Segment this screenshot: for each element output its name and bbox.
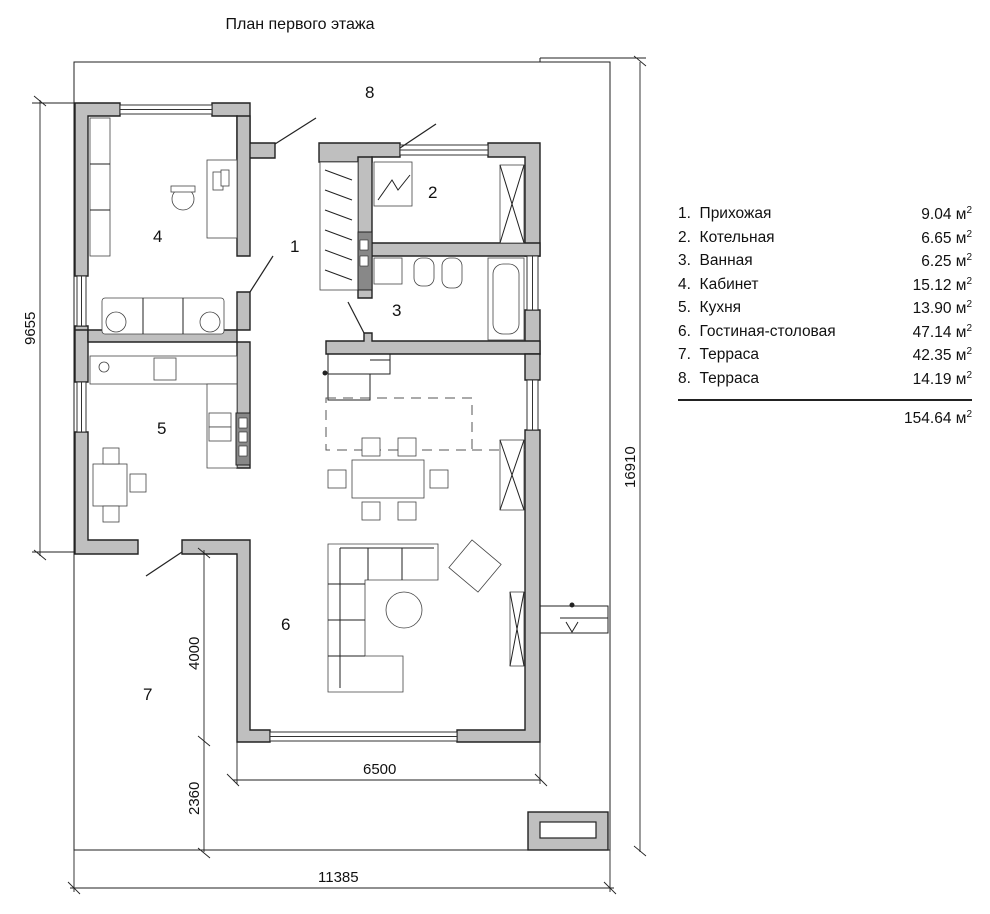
kitchen-table — [92, 463, 128, 507]
kitchen-sink — [153, 357, 177, 381]
legend-row: 8. Терраса 14.19 м2 — [678, 370, 972, 394]
legend-room-area: 14.19 м2 — [912, 369, 972, 388]
legend-room-area: 6.25 м2 — [921, 252, 972, 271]
dim-11385: 11385 — [318, 869, 359, 886]
side-steps-arrow — [565, 621, 579, 633]
sofa-l — [327, 543, 439, 693]
room-label-2: 2 — [428, 183, 437, 202]
dim-16910: 16910 — [622, 446, 639, 488]
legend-room-name: 1. Прихожая — [678, 205, 772, 222]
office-shelf — [89, 117, 111, 257]
bidet — [413, 257, 435, 287]
toilet — [441, 257, 463, 289]
dim-9655: 9655 — [22, 312, 39, 345]
door-main — [274, 117, 317, 145]
room-label-5: 5 — [157, 419, 166, 438]
room-label-8: 8 — [365, 83, 374, 102]
legend-row: 4. Кабинет 15.12 м2 — [678, 276, 972, 300]
legend-room-area: 6.65 м2 — [921, 228, 972, 247]
room-label-1: 1 — [290, 237, 299, 256]
legend-total: 154.64 м2 — [678, 409, 972, 428]
legend-room-name: 6. Гостиная-столовая — [678, 322, 836, 340]
legend-rows: 1. Прихожая 9.04 м2 2. Котельная 6.65 м2 3. … — [678, 205, 972, 393]
plan-title: План первого этажа — [225, 16, 375, 33]
wardrobe — [319, 161, 359, 291]
room-label-3: 3 — [392, 301, 401, 320]
wall-living-east — [456, 429, 541, 743]
dim-6500: 6500 — [363, 761, 396, 778]
wall-boiler-south — [371, 242, 541, 257]
terrace-outline — [73, 61, 611, 851]
legend-room-area: 42.35 м2 — [912, 346, 972, 365]
walls — [74, 102, 609, 851]
dimension-lines — [32, 55, 647, 895]
legend-room-name: 2. Котельная — [678, 228, 775, 246]
office-sofa — [101, 297, 225, 335]
stair-upper — [325, 397, 473, 451]
legend-room-area: 47.14 м2 — [912, 322, 972, 341]
wall-kitchen-west — [74, 431, 139, 555]
coffee-table — [385, 591, 423, 629]
wall-west-mid — [74, 325, 89, 383]
legend-row: 1. Прихожая 9.04 м2 — [678, 205, 972, 229]
furniture — [89, 117, 525, 693]
total-area: 154.64 — [904, 410, 952, 428]
sink — [373, 257, 403, 285]
total-unit-power: 2 — [966, 409, 972, 420]
room-label-6: 6 — [281, 615, 290, 634]
legend-room-area: 15.12 м2 — [912, 275, 972, 294]
legend-room-name: 3. Ванная — [678, 252, 753, 269]
dining-table — [351, 459, 425, 499]
windows — [76, 104, 539, 742]
boiler — [373, 161, 413, 207]
door-boiler — [399, 123, 437, 149]
doors — [145, 117, 437, 577]
wall-living-west — [181, 539, 271, 743]
wall-bath-south — [325, 332, 541, 355]
legend-row: 7. Терраса 42.35 м2 — [678, 346, 972, 370]
dim-2360: 2360 — [186, 782, 203, 815]
armchair — [448, 539, 502, 593]
legend-divider — [678, 399, 972, 401]
legend-room-name: 4. Кабинет — [678, 275, 759, 293]
door-office — [249, 255, 274, 293]
door-kitchen-terrace — [145, 551, 183, 577]
legend-room-area: 13.90 м2 — [912, 299, 972, 318]
room-label-7: 7 — [143, 685, 152, 704]
wall-living-east-top — [524, 353, 541, 381]
site-outline — [74, 58, 541, 63]
room-label-4: 4 — [153, 227, 162, 246]
side-steps-marker — [569, 602, 575, 608]
total-unit: м — [955, 410, 967, 428]
legend-row: 2. Котельная 6.65 м2 — [678, 229, 972, 253]
dim-4000: 4000 — [186, 637, 203, 670]
legend-row: 3. Ванная 6.25 м2 — [678, 252, 972, 276]
legend-room-name: 8. Терраса — [678, 369, 759, 387]
wall-office-west — [74, 102, 121, 277]
room-legend: 1. Прихожая 9.04 м2 2. Котельная 6.65 м2 3. … — [678, 205, 972, 428]
legend-row: 5. Кухня 13.90 м2 — [678, 299, 972, 323]
legend-room-area: 9.04 м2 — [921, 205, 972, 224]
door-bath — [347, 301, 365, 334]
legend-row: 6. Гостиная-столовая 47.14 м2 — [678, 323, 972, 347]
legend-room-name: 5. Кухня — [678, 299, 742, 316]
stairs — [327, 354, 391, 401]
wall-office-east — [236, 115, 251, 257]
legend-room-name: 7. Терраса — [678, 346, 759, 363]
kitchen-stove — [208, 412, 232, 428]
